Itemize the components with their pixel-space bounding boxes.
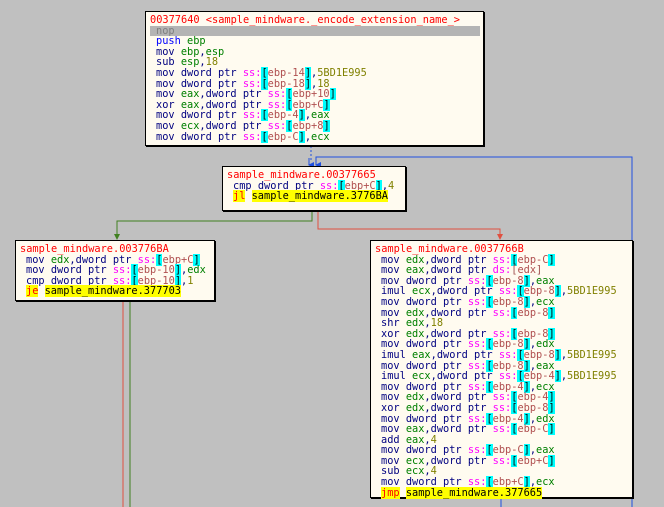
instruction-line[interactable]: xor edx,dword ptr ss:[ebp-8] [381,327,555,340]
edge-fallthrough-entry [308,146,314,168]
instruction-line[interactable]: mov dword ptr ss:[ebp-10],edx [26,264,206,277]
instruction-line[interactable]: mov edx,dword ptr ss:[ebp-C] [381,253,555,266]
instruction-line[interactable]: mov ecx,dword ptr ss:[ebp+C] [381,454,555,467]
block-lines: mov edx,dword ptr ss:[ebp+C]mov dword pt… [20,253,210,298]
instruction-line[interactable]: mov eax,dword ptr ds:[edx] [381,264,543,277]
instruction-line[interactable]: mov dword ptr ss:[ebp-8],eax [381,274,555,287]
instruction-line[interactable]: mov dword ptr ss:[ebp-8],edx [381,338,555,351]
block-header: sample_mindware.0037766B [375,243,524,255]
instruction-line[interactable]: mov dword ptr ss:[ebp-18],18 [156,77,330,90]
instruction-line[interactable]: mov dword ptr ss:[ebp-8],eax [381,359,555,372]
instruction-line[interactable]: push ebp [156,35,206,48]
instruction-line[interactable]: mov eax,dword ptr ss:[ebp+10] [156,88,336,101]
instruction-line[interactable]: mov edx,dword ptr ss:[ebp+C] [26,253,200,266]
instruction-line[interactable]: mov dword ptr ss:[ebp-14],5BD1E995 [156,66,367,79]
block-lines: mov edx,dword ptr ss:[ebp-C]mov eax,dwor… [375,253,628,499]
instruction-line[interactable]: mov dword ptr ss:[ebp-4],ecx [381,380,555,393]
instruction-line[interactable]: xor edx,dword ptr ss:[ebp-8] [381,401,555,414]
instruction-line[interactable]: xor eax,dword ptr ss:[ebp+C] [156,98,330,111]
instruction-line[interactable]: mov edx,dword ptr ss:[ebp-4] [381,391,555,404]
instruction-line[interactable]: imul ecx,dword ptr ss:[ebp-4],5BD1E995 [381,370,617,383]
instruction-line[interactable]: mov ebp,esp [156,45,225,58]
instruction-line[interactable]: sub esp,18 [156,56,219,69]
edge-false-branch [317,211,503,240]
instruction-line[interactable]: jl sample_mindware.3776BA [233,190,388,203]
instruction-line[interactable]: jmp sample_mindware.377665 [381,486,543,499]
code-block-entry[interactable]: 00377640 <sample_mindware._encode_extens… [145,11,484,146]
instruction-line[interactable]: imul eax,dword ptr ss:[ebp-8],5BD1E995 [381,348,617,361]
instruction-line[interactable]: mov dword ptr ss:[ebp-8],ecx [381,295,555,308]
instruction-line[interactable]: mov ecx,dword ptr ss:[ebp+8] [156,119,330,132]
instruction-line[interactable]: mov dword ptr ss:[ebp-4],edx [381,412,555,425]
instruction-line[interactable]: mov dword ptr ss:[ebp-C],eax [381,444,555,457]
edge-true-branch [114,211,313,240]
instruction-line[interactable]: imul ecx,dword ptr ss:[ebp-8],5BD1E995 [381,285,617,298]
instruction-line[interactable]: je sample_mindware.377703 [26,285,181,298]
block-header: 00377640 <sample_mindware._encode_extens… [150,14,460,26]
instruction-line[interactable]: mov dword ptr ss:[ebp+C],ecx [381,476,555,489]
instruction-line[interactable]: sub ecx,4 [381,465,437,478]
instruction-line[interactable]: mov dword ptr ss:[ebp-C],ecx [156,130,330,143]
instruction-line[interactable]: nop [150,25,480,37]
block-header: sample_mindware.00377665 [227,169,376,181]
instruction-line[interactable]: mov eax,dword ptr ss:[ebp-C] [381,423,555,436]
instruction-line[interactable]: cmp dword ptr ss:[ebp+C],4 [233,179,395,192]
block-header: sample_mindware.003776BA [20,243,169,255]
instruction-line[interactable]: mov dword ptr ss:[ebp-4],eax [156,109,330,122]
instruction-line[interactable]: shr edx,18 [381,317,444,330]
instruction-line[interactable]: add eax,4 [381,433,437,446]
instruction-line[interactable]: mov edx,dword ptr ss:[ebp-8] [381,306,555,319]
instruction-line[interactable]: cmp dword ptr ss:[ebp-10],1 [26,274,194,287]
